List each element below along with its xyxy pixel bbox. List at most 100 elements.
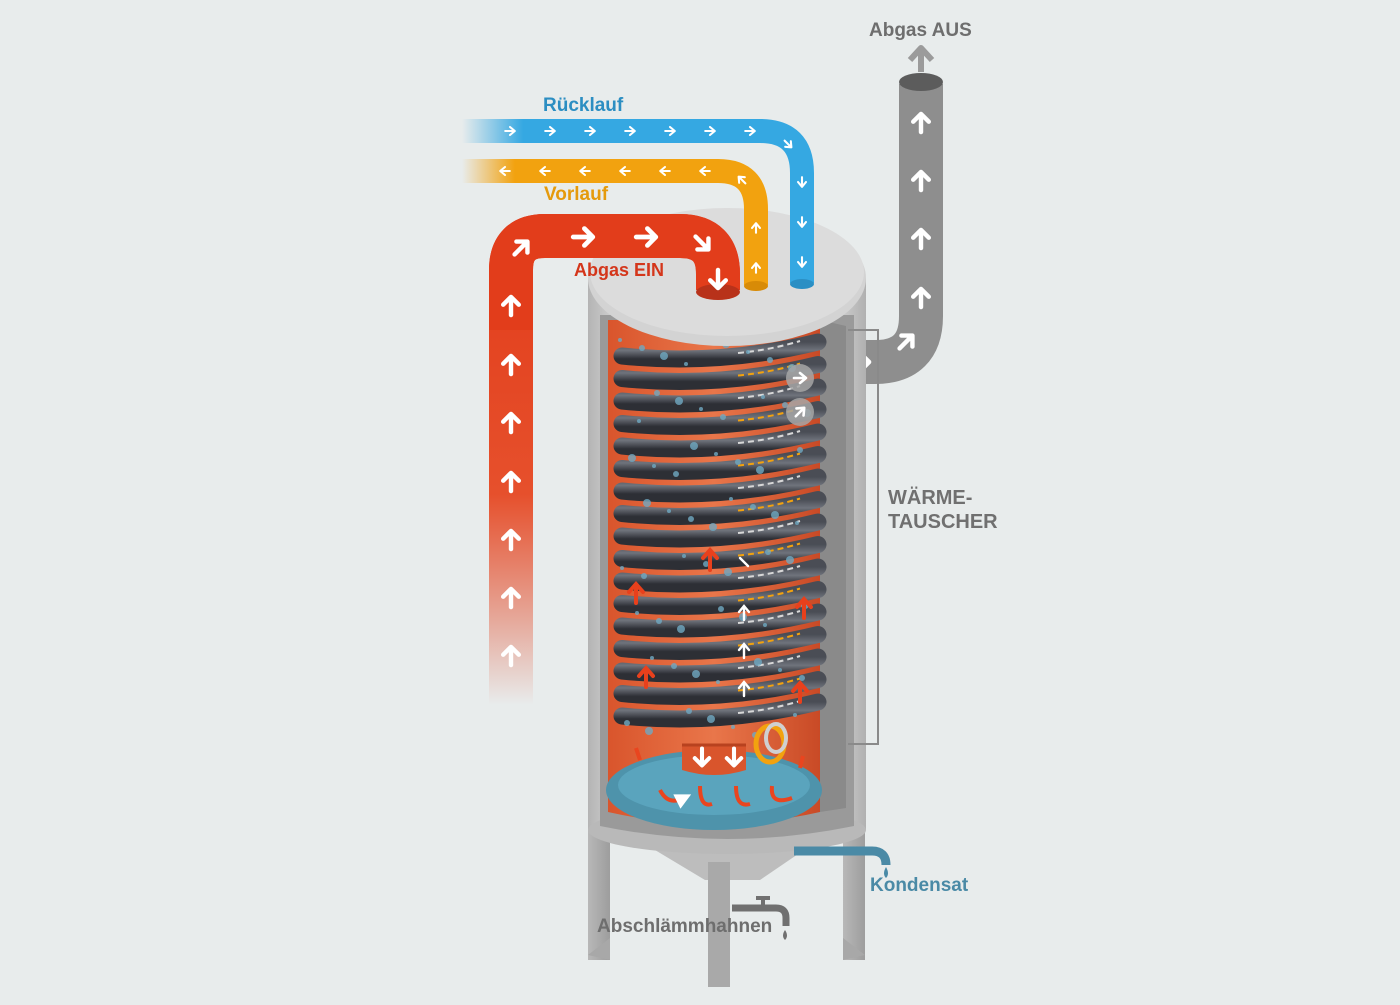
heat-exchanger-label-line1: WÄRME-: [888, 487, 973, 509]
condensate-droplet: [799, 675, 805, 681]
coil-turn: [613, 536, 827, 570]
coil-turn: [613, 693, 827, 728]
condensate-droplet: [761, 395, 765, 399]
coil-flow-highlight: [737, 362, 801, 377]
flow-label: Vorlauf: [544, 184, 609, 205]
condensate-droplet: [637, 419, 641, 423]
coil-flow-highlight: [737, 340, 801, 354]
water-drop-icon: [884, 867, 888, 878]
drain-tap-icon: [732, 896, 790, 940]
exhaust-in-label: Abgas EIN: [574, 260, 665, 280]
heat-exchanger-label: WÄRME- TAUSCHER: [888, 486, 1048, 534]
condensate-droplet: [782, 402, 788, 408]
return-label: Rücklauf: [543, 95, 624, 116]
coil-turn: [613, 468, 827, 503]
bottom-flow-arrows: [634, 748, 805, 809]
coil-turn: [613, 671, 827, 705]
condensate-droplet: [786, 556, 794, 564]
coil-flow-highlight: [737, 565, 801, 579]
coil-turn: [613, 626, 827, 660]
inner-heat-arrows: [627, 546, 813, 704]
condensate-droplet: [620, 566, 624, 570]
condensate-droplet: [716, 680, 720, 684]
coil-flow-highlight: [737, 497, 801, 512]
coil-turn: [613, 446, 827, 480]
condensate-droplet: [650, 656, 654, 660]
condensate-droplet: [643, 499, 651, 507]
condensate-droplet: [703, 561, 709, 567]
condensate-droplet: [690, 442, 698, 450]
condensate-droplet: [686, 708, 692, 714]
coil-flow-highlight: [737, 587, 801, 602]
condensate-droplet: [735, 459, 741, 465]
condensate-droplet: [731, 725, 735, 729]
condensate-label: Kondensat: [870, 875, 969, 896]
coil-flow-highlight: [737, 610, 801, 624]
coil-flow-highlight: [737, 655, 801, 669]
condensate-droplet: [671, 663, 677, 669]
condensate-droplet: [707, 715, 715, 723]
coil-turn: [613, 581, 827, 615]
condensate-droplet: [756, 466, 764, 474]
condensate-droplet: [641, 573, 647, 579]
condensate-droplet: [675, 397, 683, 405]
condensate-droplet: [624, 720, 630, 726]
coil-turn: [613, 558, 827, 593]
condensate-droplet: [765, 549, 771, 555]
water-drop-icon: [783, 930, 787, 940]
coil-outlet: [753, 722, 788, 765]
exhaust-exit-arrows: [786, 364, 814, 426]
condensate-droplet: [754, 658, 762, 666]
condensate-droplet: [763, 623, 767, 627]
condensate-droplet: [652, 464, 656, 468]
condensate-droplet: [767, 357, 773, 363]
coil-turn: [613, 423, 827, 458]
condensate-droplet: [720, 414, 726, 420]
condensate-droplet: [724, 568, 732, 576]
condensate-droplet: [677, 625, 685, 633]
coil-flow-highlight: [737, 407, 801, 422]
condensate-droplet: [656, 618, 662, 624]
coil-flow-highlight: [737, 385, 801, 399]
coil-turn: [613, 378, 827, 413]
condensate-droplet: [714, 452, 718, 456]
coil-flow-highlight: [737, 520, 801, 534]
condensate-droplet: [673, 471, 679, 477]
coil-flow-highlight: [737, 700, 801, 714]
condensate-droplet: [645, 727, 653, 735]
condensate-droplet: [793, 713, 797, 717]
condensate-droplet: [778, 668, 782, 672]
condensate-droplet: [797, 447, 803, 453]
condensate-droplet: [729, 497, 733, 501]
condensate-droplet: [654, 390, 660, 396]
condensate-droplet: [795, 521, 799, 525]
coil-flow-highlight: [737, 452, 801, 467]
condensate-droplet: [771, 511, 779, 519]
condensate-droplet: [639, 345, 645, 351]
flow-pipe: [462, 159, 768, 291]
condensate-droplet: [746, 350, 750, 354]
coil-turn: [613, 491, 827, 525]
coil-flow-highlight: [737, 475, 801, 489]
condensate-droplet: [688, 516, 694, 522]
condensate-droplet: [667, 509, 671, 513]
heat-exchanger-bracket: [848, 329, 879, 745]
condensate-droplet: [684, 362, 688, 366]
coil-flow-highlight: [737, 430, 801, 444]
condensate-droplet: [635, 611, 639, 615]
coil-turn: [613, 333, 827, 368]
condensate-droplet: [718, 606, 724, 612]
coil-turn: [613, 603, 827, 638]
exhaust-out-label: Abgas AUS: [869, 20, 972, 41]
condensate-droplet: [709, 523, 717, 531]
condensate-droplet: [750, 504, 756, 510]
condensate-drain: [794, 846, 891, 878]
heat-exchanger-label-line2: TAUSCHER: [888, 511, 998, 533]
condensate-droplet: [628, 454, 636, 462]
coil-turn: [613, 513, 827, 548]
condensate-droplet: [660, 352, 668, 360]
condensate-droplet: [699, 407, 703, 411]
condensate-droplet: [692, 670, 700, 678]
